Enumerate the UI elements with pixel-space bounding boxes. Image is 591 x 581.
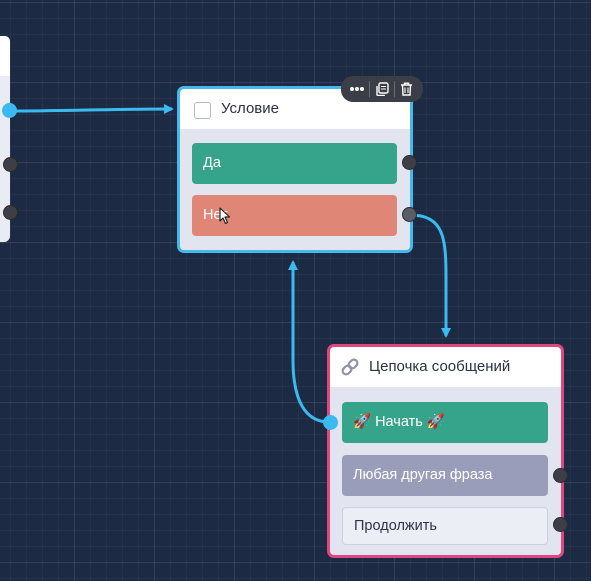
chain-item-start[interactable]: 🚀 Начать 🚀 [342,402,548,443]
toolbar-separator [394,81,395,97]
copy-icon[interactable] [370,78,394,100]
more-icon[interactable] [345,78,369,100]
condition-yes-output-port[interactable] [402,155,417,170]
left-node-output-port-1[interactable] [3,157,18,172]
chain-start-input-port[interactable] [323,415,338,430]
chain-item-continue[interactable]: Продолжить [342,507,548,545]
edge-no-to-chain[interactable] [409,213,451,338]
chain-node-header[interactable]: Цепочка сообщений [330,347,561,387]
chain-any-phrase-output-port[interactable] [553,468,568,483]
trash-icon[interactable] [395,78,419,100]
condition-output-no[interactable]: Нет [192,195,397,236]
node-toolbar [341,76,423,102]
chain-item-any-phrase[interactable]: Любая другая фраза [342,455,548,496]
edge-start-to-condition[interactable] [288,260,330,424]
chain-node-title: Цепочка сообщений [369,358,511,375]
toolbar-separator [369,81,370,97]
edge-left-to-condition[interactable] [9,104,174,115]
condition-node[interactable]: Условие Да Нет [177,86,413,253]
condition-no-output-port[interactable] [402,207,417,222]
link-icon [340,358,360,376]
condition-node-header[interactable]: Условие [180,89,410,129]
chain-node[interactable]: Цепочка сообщений 🚀 Начать 🚀 Любая друга… [327,344,564,558]
edge-left-source-port[interactable] [2,103,17,118]
condition-output-yes[interactable]: Да [192,143,397,184]
left-node-output-port-2[interactable] [3,205,18,220]
left-node[interactable] [0,36,10,242]
left-node-header [0,36,10,76]
chain-continue-output-port[interactable] [553,517,568,532]
condition-node-title: Условие [221,100,279,117]
condition-node-checkbox[interactable] [194,102,211,119]
